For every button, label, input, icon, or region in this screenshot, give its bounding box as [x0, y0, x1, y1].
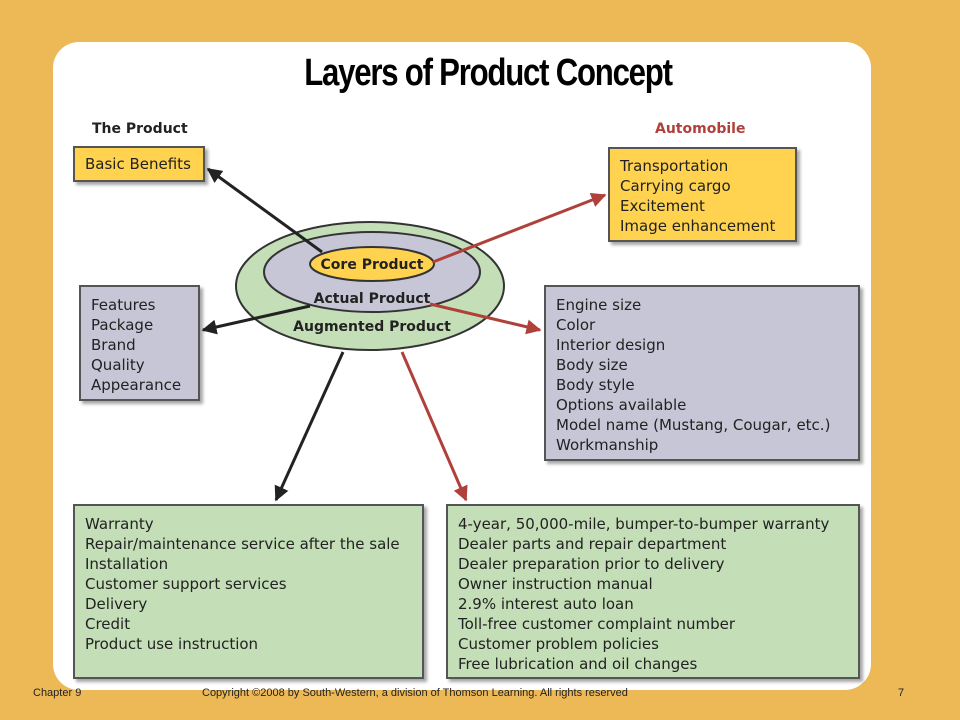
- list-item: Model name (Mustang, Cougar, etc.): [556, 416, 831, 434]
- list-item: Owner instruction manual: [458, 575, 653, 593]
- list-item: Brand: [91, 336, 136, 354]
- list-item: Quality: [91, 356, 145, 374]
- core-product-label: Core Product: [321, 257, 424, 273]
- list-item: Workmanship: [556, 436, 659, 454]
- list-item: Excitement: [620, 197, 705, 215]
- list-item: Dealer parts and repair department: [458, 535, 727, 553]
- list-item: Features: [91, 296, 156, 314]
- footer-copyright: Copyright ©2008 by South-Western, a divi…: [202, 687, 628, 699]
- automobile-augmented-services-box: 4-year, 50,000-mile, bumper-to-bumper wa…: [446, 504, 860, 679]
- arrow-actual-to-engine-size: [429, 302, 542, 335]
- list-item: Free lubrication and oil changes: [458, 655, 698, 673]
- list-item: Transportation: [620, 157, 729, 175]
- list-item: Warranty: [85, 515, 154, 533]
- list-item: Customer support services: [85, 575, 287, 593]
- list-item: Repair/maintenance service after the sal…: [85, 535, 400, 553]
- list-item: Engine size: [556, 296, 642, 314]
- list-item: Credit: [85, 615, 131, 633]
- arrow-core-to-basic-benefits: [206, 167, 323, 254]
- list-item: Package: [91, 316, 154, 334]
- list-item: Interior design: [556, 336, 666, 354]
- list-item: Body size: [556, 356, 628, 374]
- page-title: Layers of Product Concept: [304, 52, 673, 94]
- core-product-ellipse: [309, 246, 435, 282]
- arrow-augmented-to-auto-warranty: [400, 351, 468, 502]
- arrow-actual-to-features: [201, 304, 311, 335]
- list-item: 2.9% interest auto loan: [458, 595, 634, 613]
- list-item: Toll-free customer complaint number: [458, 615, 736, 633]
- heading-automobile: Automobile: [655, 121, 746, 137]
- list-item: Dealer preparation prior to delivery: [458, 555, 725, 573]
- actual-product-label: Actual Product: [314, 291, 431, 307]
- list-item: Customer problem policies: [458, 635, 659, 653]
- list-item: Appearance: [91, 376, 182, 394]
- arrow-core-to-transportation: [432, 192, 607, 264]
- list-item: 4-year, 50,000-mile, bumper-to-bumper wa…: [458, 515, 830, 533]
- list-item: Image enhancement: [620, 217, 776, 235]
- list-item: Color: [556, 316, 596, 334]
- augmented-product-label: Augmented Product: [293, 319, 451, 335]
- basic-benefits-box: Basic Benefits: [73, 146, 205, 182]
- list-item: Body style: [556, 376, 635, 394]
- list-item: Basic Benefits: [85, 155, 191, 173]
- list-item: Carrying cargo: [620, 177, 731, 195]
- footer-page-number: 7: [898, 687, 905, 699]
- list-item: Product use instruction: [85, 635, 259, 653]
- list-item: Options available: [556, 396, 687, 414]
- list-item: Installation: [85, 555, 169, 573]
- list-item: Delivery: [85, 595, 148, 613]
- arrow-augmented-to-warranty: [274, 351, 345, 502]
- heading-the-product: The Product: [92, 121, 188, 137]
- footer-chapter: Chapter 9: [33, 687, 82, 699]
